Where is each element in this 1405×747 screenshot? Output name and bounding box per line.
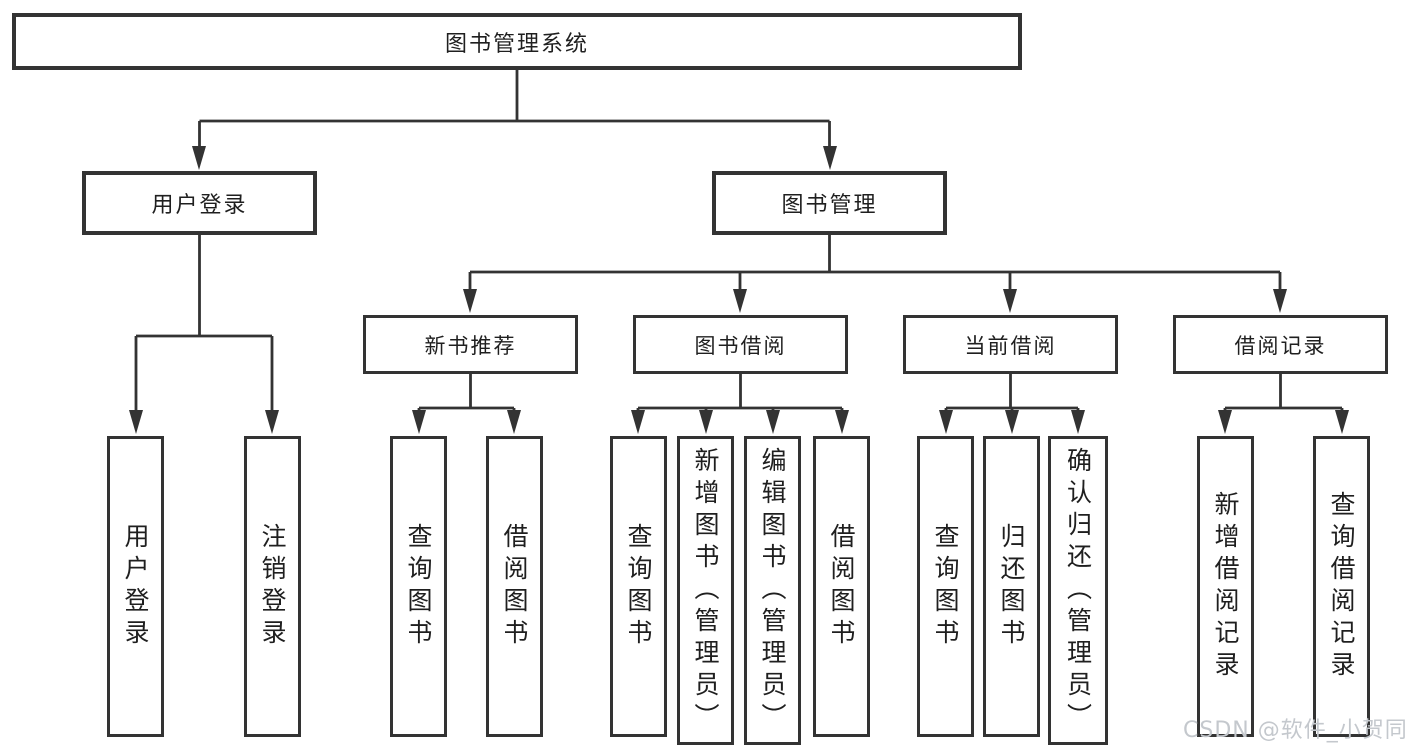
leaf-label: 查询图书: [404, 522, 433, 651]
connector-book-borrow-children: [636, 374, 844, 412]
leaf-label: 用户登录: [121, 522, 150, 651]
leaf-label: 查询图书: [931, 522, 960, 651]
leaf-edit-book-admin: 编辑图书（管理员）: [744, 436, 801, 745]
leaf-label: 查询借阅记录: [1327, 490, 1356, 683]
arrowhead: [507, 410, 521, 434]
arrowhead: [192, 146, 206, 170]
leaf-borrow-book: 借阅图书: [813, 436, 870, 737]
leaf-label: 确认归还（管理员）: [1063, 446, 1093, 735]
arrowhead: [129, 410, 143, 434]
leaf-query-book-newrec: 查询图书: [390, 436, 447, 737]
arrowhead: [1003, 289, 1017, 313]
leaf-add-book-admin: 新增图书（管理员）: [677, 436, 734, 745]
node-library-system: 图书管理系统: [12, 13, 1022, 70]
csdn-watermark: CSDN @软件_小贺同学: [1183, 718, 1405, 743]
connector-current-borrow-children: [944, 374, 1080, 412]
arrowhead: [699, 410, 713, 434]
leaf-label: 借阅图书: [827, 522, 856, 651]
arrowhead: [733, 289, 747, 313]
arrowhead: [823, 146, 837, 170]
node-book-management: 图书管理: [712, 171, 947, 235]
arrowhead: [1273, 289, 1287, 313]
connector-book-mgmt-children: [468, 235, 1282, 291]
leaf-borrow-book-newrec: 借阅图书: [486, 436, 543, 737]
leaf-confirm-return-admin: 确认归还（管理员）: [1048, 436, 1108, 745]
leaf-label: 新增图书（管理员）: [691, 446, 720, 735]
leaf-query-book-borrow: 查询图书: [610, 436, 667, 737]
leaf-label: 归还图书: [997, 522, 1026, 651]
arrowhead: [631, 410, 645, 434]
connector-new-book-children: [417, 374, 516, 412]
leaf-logout: 注销登录: [244, 436, 301, 737]
arrowhead: [1218, 410, 1232, 434]
connector-root-to-level2: [198, 70, 831, 148]
leaf-query-borrow-record: 查询借阅记录: [1313, 436, 1370, 737]
arrowhead: [939, 410, 953, 434]
arrowhead: [463, 289, 477, 313]
node-user-login: 用户登录: [82, 171, 317, 235]
arrowhead: [1335, 410, 1349, 434]
node-book-borrowing: 图书借阅: [633, 315, 848, 374]
connector-user-login-children: [134, 235, 274, 412]
connector-borrow-record-children: [1223, 374, 1344, 412]
leaf-label: 新增借阅记录: [1211, 490, 1240, 683]
leaf-add-borrow-record: 新增借阅记录: [1197, 436, 1254, 737]
node-borrow-records: 借阅记录: [1173, 315, 1388, 374]
arrowhead: [1005, 410, 1019, 434]
arrowheads: [129, 146, 1349, 434]
arrowhead: [265, 410, 279, 434]
arrowhead: [412, 410, 426, 434]
leaf-label: 注销登录: [258, 522, 287, 651]
leaf-label: 编辑图书（管理员）: [758, 446, 787, 735]
leaf-return-book: 归还图书: [983, 436, 1040, 737]
arrowhead: [1071, 410, 1085, 434]
arrowhead: [766, 410, 780, 434]
node-new-book-recommend: 新书推荐: [363, 315, 578, 374]
leaf-user-login: 用户登录: [107, 436, 164, 737]
leaf-label: 查询图书: [624, 522, 653, 651]
leaf-label: 借阅图书: [500, 522, 529, 651]
leaf-query-book-current: 查询图书: [917, 436, 974, 737]
node-current-borrowing: 当前借阅: [903, 315, 1118, 374]
arrowhead: [835, 410, 849, 434]
